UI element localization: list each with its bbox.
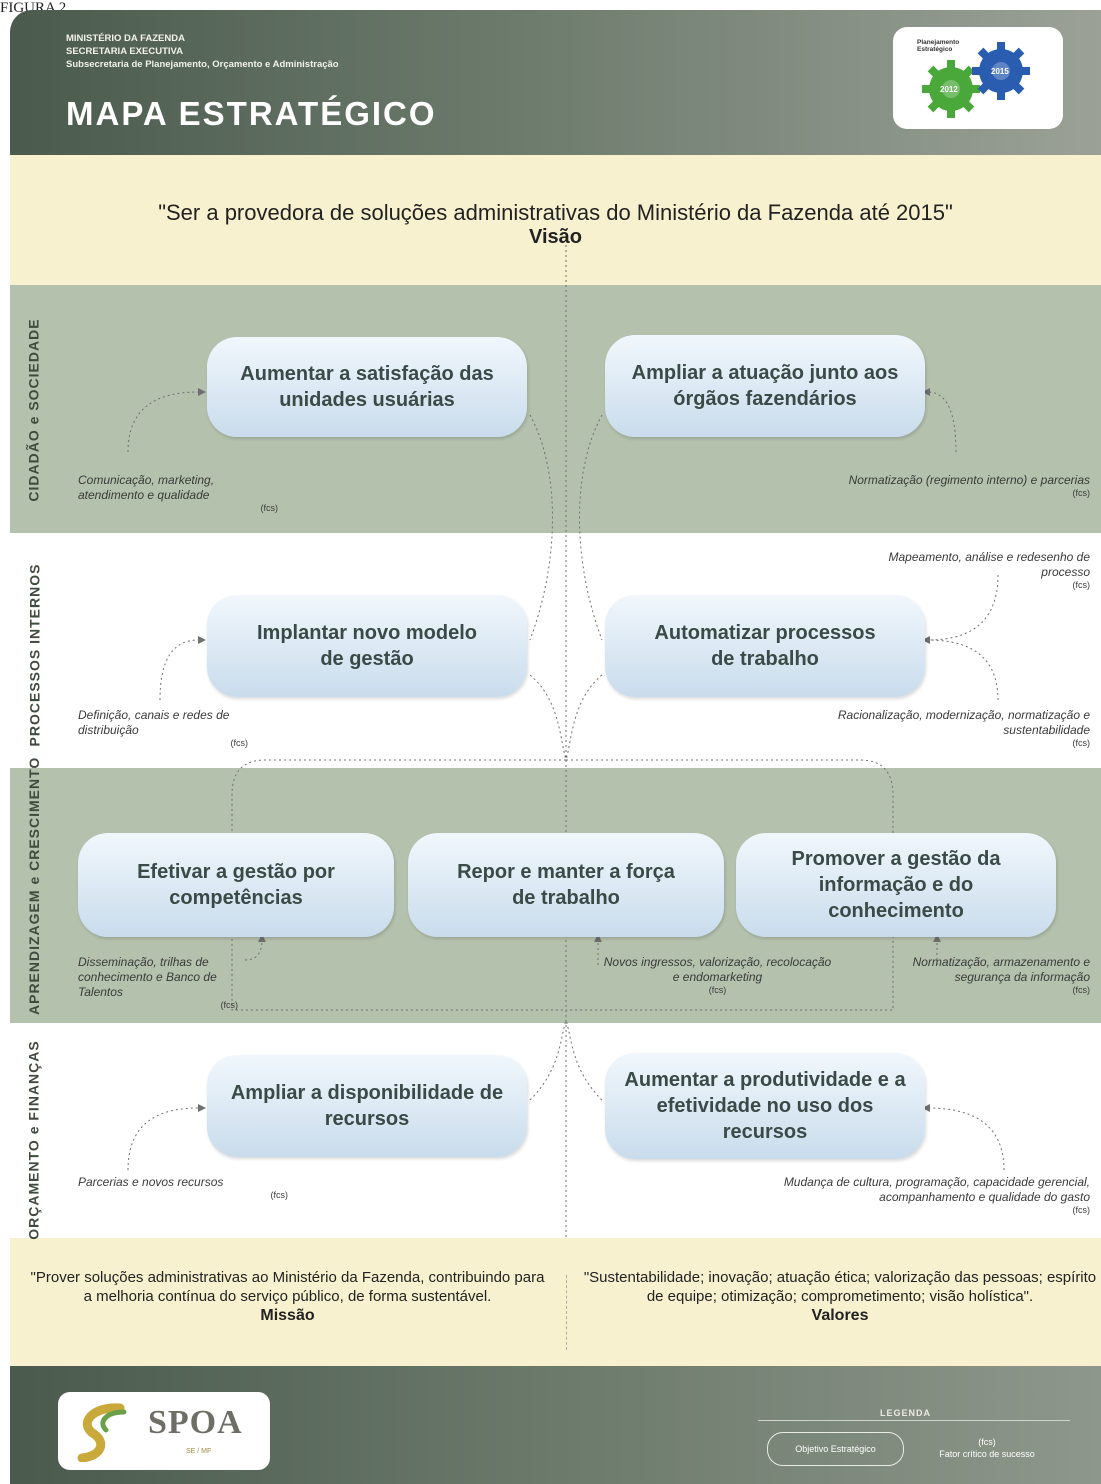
org-ministry: MINISTÉRIO DA FAZENDA — [66, 33, 185, 44]
spoa-wordmark: SPOA — [148, 1404, 243, 1441]
mission-values-divider — [566, 1275, 567, 1350]
page-title: MAPA ESTRATÉGICO — [66, 95, 437, 132]
factor-new-hires: Novos ingressos, valorização, recolocaçã… — [603, 955, 832, 995]
perspective-citizen-society: CIDADÃO e SOCIEDADE — [26, 318, 43, 502]
logo-line-2: Estratégico — [917, 46, 953, 53]
spoa-swirl-icon — [77, 1403, 127, 1462]
vision-label: Visão — [529, 226, 582, 248]
perspective-learning-growth: APRENDIZAGEM e CRESCIMENTO — [26, 756, 42, 1015]
objective-information-management: Promover a gestão da informação e do con… — [736, 833, 1056, 937]
objective-new-management-model: Implantar novo modelo de gestão — [207, 595, 527, 697]
factor-information-security: Normatização, armazenamento e segurança … — [912, 955, 1090, 995]
objective-productivity: Aumentar a produtividade e a efetividade… — [605, 1053, 925, 1159]
vision-statement: "Ser a provedora de soluções administrat… — [158, 200, 953, 225]
legend-title: LEGENDA — [880, 1408, 932, 1418]
gears-icon — [922, 42, 1030, 118]
factor-partnerships: Parcerias e novos recursos (fcs) — [78, 1175, 288, 1200]
legend-objective: Objetivo Estratégico — [767, 1432, 904, 1466]
objective-competency-management: Efetivar a gestão por competências — [78, 833, 394, 937]
mission-block: "Prover soluções administrativas ao Mini… — [30, 1268, 545, 1325]
factor-communication: Comunicação, marketing, atendimento e qu… — [78, 473, 278, 513]
logo-line-1: Planejamento — [917, 39, 960, 46]
organization-lines: MINISTÉRIO DA FAZENDA SECRETARIA EXECUTI… — [66, 32, 339, 71]
logo-year-green: 2012 — [940, 85, 958, 94]
mission-text: "Prover soluções administrativas ao Mini… — [30, 1269, 545, 1305]
mission-values-band — [10, 1238, 1101, 1366]
objective-workforce: Repor e manter a força de trabalho — [408, 833, 724, 937]
legend-fcs-tag: (fcs) — [978, 1437, 996, 1447]
objective-automate-processes: Automatizar processos de trabalho — [605, 595, 925, 697]
factor-normatization: Normatização (regimento interno) e parce… — [848, 473, 1090, 498]
values-block: "Sustentabilidade; inovação; atuação éti… — [580, 1268, 1100, 1325]
spoa-subtitle: SE / MF — [186, 1448, 212, 1455]
spoa-logo: SPOA SE / MF — [58, 1392, 270, 1470]
factor-process-mapping: Mapeamento, análise e redesenho de proce… — [888, 550, 1090, 590]
objective-satisfaction: Aumentar a satisfação das unidades usuár… — [207, 337, 527, 437]
factor-rationalization: Racionalização, modernização, normatizaç… — [837, 708, 1090, 748]
planning-logo: Planejamento Estratégico 2015 2012 — [893, 27, 1063, 129]
org-secretariat: SECRETARIA EXECUTIVA — [66, 46, 184, 57]
perspective-internal-processes: PROCESSOS INTERNOS — [26, 563, 43, 747]
objective-expand-presence: Ampliar a atuação junto aos órgãos fazen… — [605, 335, 925, 437]
legend-divider — [758, 1420, 1070, 1421]
legend-fcs-text: Fator crítico de sucesso — [939, 1449, 1035, 1459]
factor-culture-change: Mudança de cultura, programação, capacid… — [783, 1175, 1090, 1215]
factor-dissemination: Disseminação, trilhas de conhecimento e … — [78, 955, 238, 1010]
logo-year-blue: 2015 — [991, 67, 1009, 76]
perspective-budget-finance: ORÇAMENTO e FINANÇAS — [26, 1040, 43, 1240]
objective-resource-availability: Ampliar a disponibilidade de recursos — [207, 1055, 527, 1157]
arrowheads — [198, 388, 941, 1112]
factor-distribution: Definição, canais e redes de distribuiçã… — [78, 708, 248, 748]
values-label: Valores — [811, 1307, 869, 1324]
org-subsecretariat: Subsecretaria de Planejamento, Orçamento… — [66, 59, 339, 70]
mission-label: Missão — [260, 1307, 315, 1324]
vision-band — [10, 155, 1101, 285]
legend-fcs: (fcs) Fator crítico de sucesso — [922, 1436, 1052, 1460]
logo-caption: Planejamento Estratégico — [917, 39, 959, 53]
values-text: "Sustentabilidade; inovação; atuação éti… — [583, 1269, 1097, 1305]
